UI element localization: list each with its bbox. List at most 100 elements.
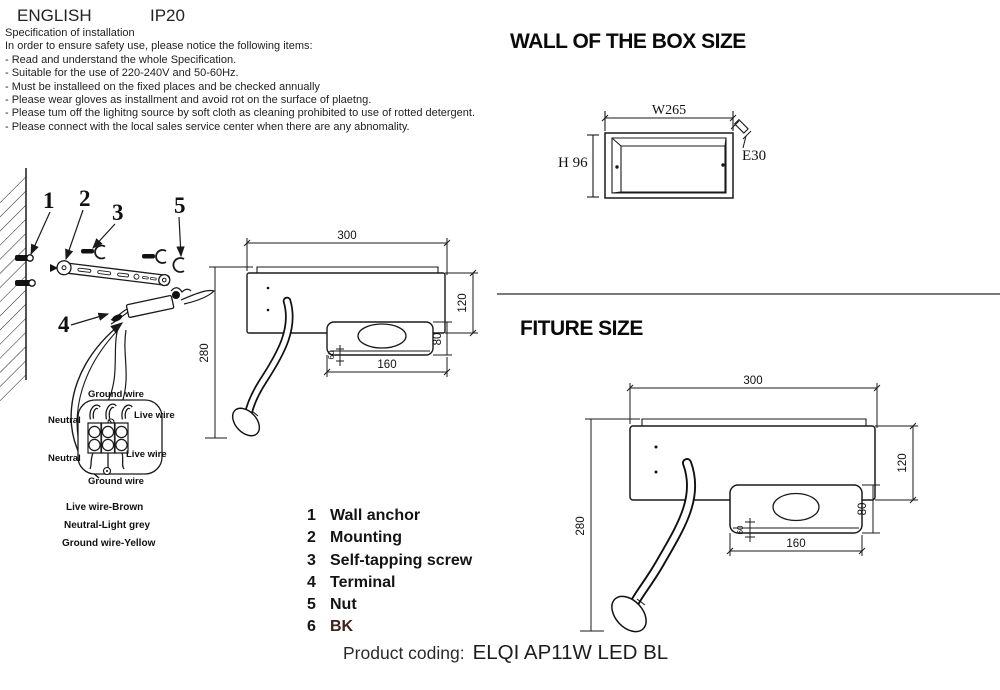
spec-line: - Read and understand the whole Specific… (5, 53, 237, 66)
part-label: BK (330, 618, 354, 636)
parts-list-item: 1 Wall anchor (307, 507, 472, 529)
product-coding-label: Product coding: (343, 643, 465, 663)
dim-60 (745, 518, 755, 542)
dim-60-label: 60 (736, 525, 745, 534)
part-number: 4 (307, 573, 316, 591)
spec-line: - Must be installeed on the fixed places… (5, 80, 320, 93)
reading-light-head (227, 403, 264, 441)
leader-4 (71, 312, 110, 325)
fixture-drawing-small: 300 60 8 (199, 230, 490, 450)
wallbox-height-label: H 96 (558, 155, 588, 171)
parts-list-item: 2 Mounting (307, 529, 472, 551)
gooseneck-arm (227, 301, 289, 441)
ground-wire-bottom-label: Ground wire (88, 476, 144, 487)
neutral-bottom-label: Neutral (48, 453, 81, 464)
part-label: Self-tapping screw (330, 551, 473, 569)
wall-anchor-icon (15, 255, 35, 286)
wallbox-entry-label: E30 (742, 148, 766, 164)
parts-list-item: 3 Self-tapping screw (307, 552, 472, 574)
spec-line: - Please connect with the local sales se… (5, 120, 410, 133)
supply-wires (108, 328, 126, 403)
legend-live-wire: Live wire-Brown (66, 502, 143, 513)
dim-80-label: 80 (432, 333, 444, 346)
dim-120-label: 120 (457, 293, 469, 312)
switch-box (730, 485, 862, 533)
part-number: 2 (307, 529, 316, 547)
dim-300 (627, 383, 880, 428)
gooseneck-arm (605, 463, 691, 638)
part-number: 5 (307, 596, 316, 614)
wallbox-height-dimension (587, 135, 599, 197)
mounting-bracket (56, 260, 170, 288)
wallbox-width-dimension (602, 111, 736, 131)
live-wire-top-label: Live wire (134, 410, 175, 421)
specification-text: Specification of installation In order t… (5, 27, 475, 134)
part-number: 1 (307, 507, 316, 524)
dim-160 (727, 533, 865, 556)
dim-280 (580, 419, 640, 631)
switch-box (327, 322, 433, 355)
nut-icon (95, 246, 184, 273)
bracket-arrow-icon (50, 264, 58, 272)
wallbox-width-label: W265 (652, 103, 686, 118)
legend-ground-wire: Ground wire-Yellow (62, 538, 156, 549)
parts-list-item: 6 BK (307, 618, 472, 640)
leader-1 (31, 212, 50, 256)
dim-60-label: 60 (327, 350, 336, 359)
dim-160 (324, 355, 450, 377)
reading-light-head (605, 590, 653, 638)
parts-list-item: 5 Nut (307, 596, 472, 618)
neutral-top-label: Neutral (48, 415, 81, 426)
fixture-drawing-large: 300 60 8 (575, 375, 960, 658)
dim-300-label: 300 (337, 230, 356, 242)
dim-160-label: 160 (786, 538, 805, 550)
callout-5: 5 (174, 193, 186, 218)
dim-300 (244, 238, 450, 275)
dim-60 (336, 345, 344, 366)
dim-280-label: 280 (199, 343, 211, 362)
fixture-size-title: FITURE SIZE (520, 317, 643, 340)
wallbox-body (605, 133, 733, 198)
spec-line: - Please wear gloves as installment and … (5, 94, 372, 107)
part-label: Nut (330, 596, 357, 614)
spec-line: - Please tum off the lighitng source by … (5, 107, 476, 120)
dim-120-label: 120 (897, 453, 909, 472)
fixture-body (247, 267, 445, 333)
parts-list: 1 Wall anchor 2 Mounting 3 Self-tapping … (307, 507, 472, 641)
callout-3: 3 (112, 200, 124, 225)
leader-3 (92, 224, 115, 249)
terminal-assembly (111, 288, 214, 324)
wall-hatch (0, 168, 26, 402)
product-coding: Product coding: ELQI AP11W LED BL (343, 641, 668, 665)
part-label: Mounting (330, 529, 402, 547)
dim-300-label: 300 (743, 375, 762, 387)
live-wire-bottom-label: Live wire (126, 449, 167, 460)
switch-oval (358, 324, 406, 348)
legend-neutral: Neutral-Light grey (64, 520, 151, 531)
spec-line: - Suitable for the use of 220-240V and 5… (5, 67, 239, 80)
ground-wire-top-label: Ground wire (88, 389, 144, 400)
callout-1: 1 (43, 188, 55, 213)
dim-80 (433, 322, 452, 355)
dim-160-label: 160 (377, 359, 396, 371)
dim-280 (205, 267, 253, 438)
leader-5 (176, 217, 185, 258)
dim-80 (862, 485, 880, 533)
wall-box-size-title: WALL OF THE BOX SIZE (510, 30, 746, 53)
section-divider (497, 293, 1000, 295)
product-code: ELQI AP11W LED BL (472, 641, 669, 664)
part-number: 6 (307, 618, 316, 636)
ip-rating-label: IP20 (150, 6, 185, 25)
language-label: ENGLISH (17, 6, 92, 25)
callout-2: 2 (79, 186, 91, 211)
part-label: Wall anchor (330, 507, 421, 524)
spec-line: In order to ensure safety use, please no… (5, 40, 313, 53)
wall-box-drawing: W265 H 96 E30 (558, 103, 766, 215)
callout-4: 4 (58, 312, 70, 337)
self-tapping-screw-icon (81, 249, 155, 259)
dim-120 (875, 423, 918, 503)
terminal-block (78, 400, 162, 475)
dim-280-label: 280 (575, 516, 587, 535)
mounting-assembly-drawing: 1 2 3 5 4 (0, 160, 280, 549)
